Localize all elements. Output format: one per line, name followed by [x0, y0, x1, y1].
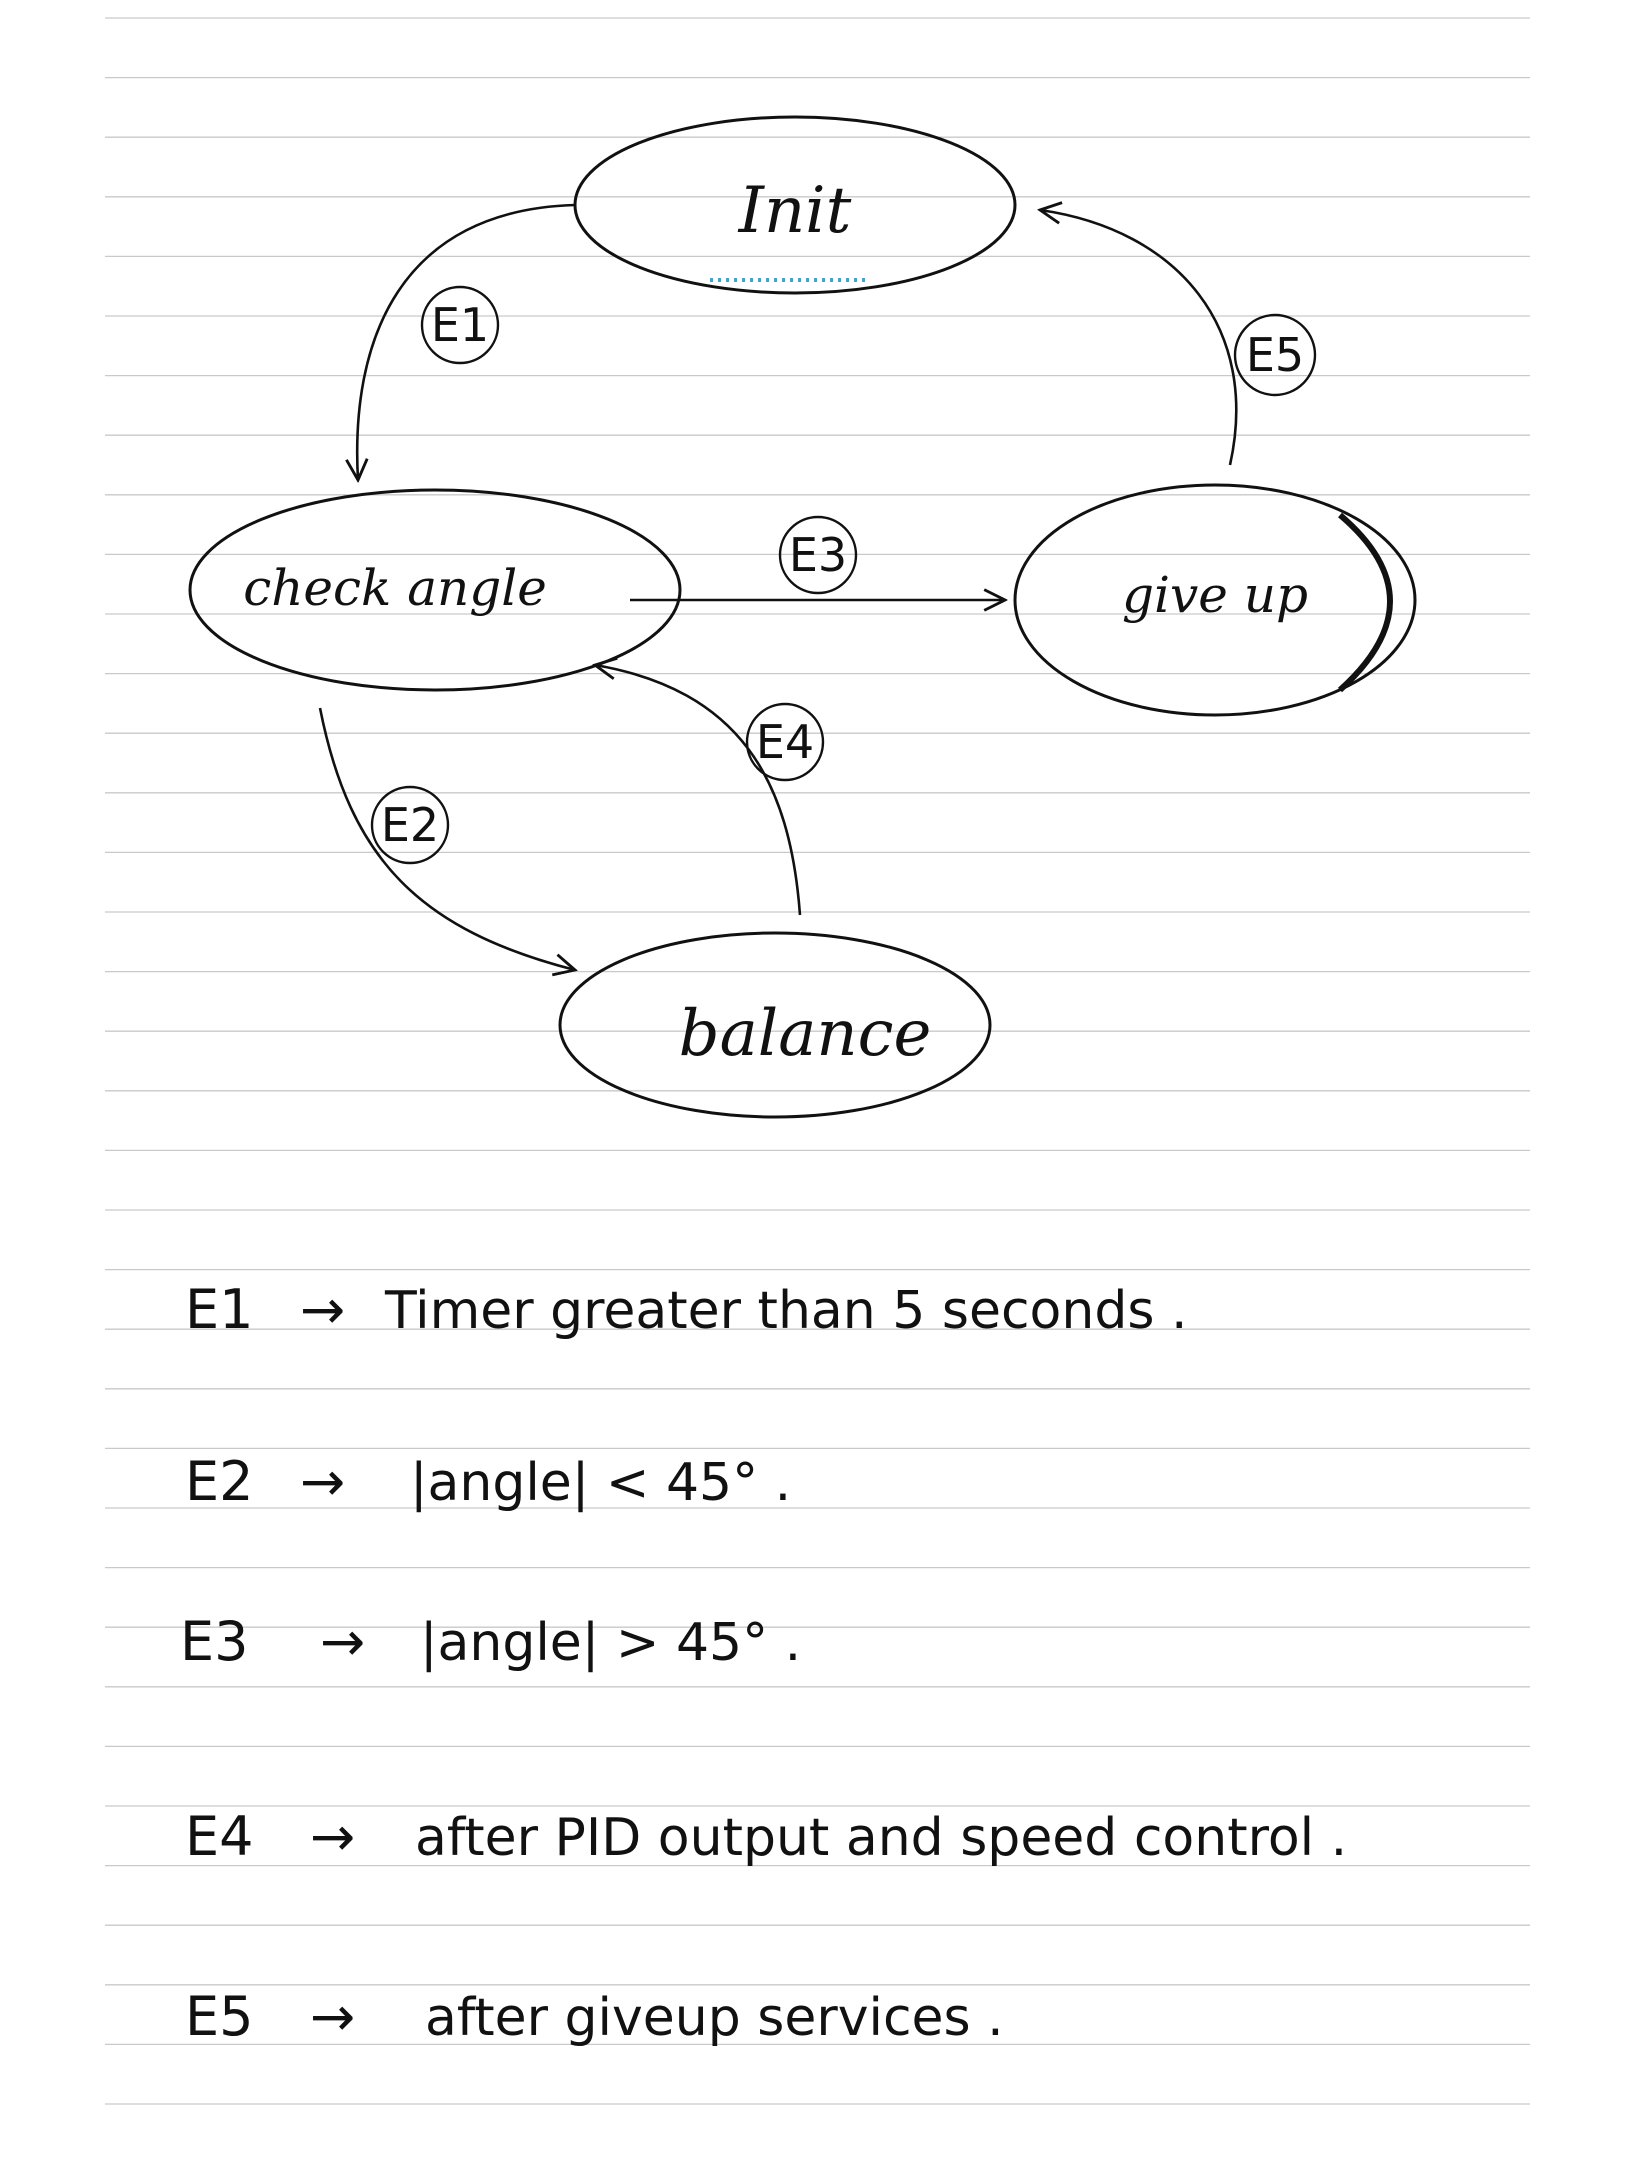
legend-key: E5 [185, 1985, 253, 2048]
transition-e1-arrow [357, 203, 576, 480]
legend-item-e2: E2 → |angle| < 45° . [185, 1450, 791, 1513]
state-give-up-label: give up [1122, 566, 1308, 624]
state-init: Init [573, 115, 1017, 295]
arrow-icon: → [300, 1278, 345, 1341]
legend-description: |angle| < 45° . [410, 1453, 791, 1513]
arrow-icon: → [310, 1805, 355, 1868]
legend-item-e1: E1 → Timer greater than 5 seconds . [185, 1278, 1187, 1341]
legend-item-e5: E5 → after giveup services . [185, 1985, 1004, 2048]
transition-e5: E5 [1040, 210, 1317, 466]
legend: E1 → Timer greater than 5 seconds . E2 →… [180, 1278, 1347, 2048]
arrow-icon: → [320, 1610, 365, 1673]
ruled-lines [105, 17, 1530, 2105]
legend-description: |angle| > 45° . [420, 1613, 801, 1673]
transition-e5-arrow [1040, 210, 1238, 466]
state-balance-label: balance [679, 997, 932, 1071]
legend-key: E1 [185, 1278, 253, 1341]
legend-description: after PID output and speed control . [415, 1808, 1347, 1868]
legend-item-e4: E4 → after PID output and speed control … [185, 1805, 1347, 1868]
arrow-icon: → [310, 1985, 355, 2048]
state-check-angle: check angle [188, 488, 682, 692]
transition-e2-arrow [318, 707, 575, 970]
transition-e4-label: E4 [756, 715, 814, 769]
transition-e5-label: E5 [1246, 328, 1304, 382]
transition-e3-label: E3 [789, 528, 847, 582]
state-balance: balance [558, 931, 992, 1119]
transition-e2-label: E2 [381, 798, 439, 852]
state-init-label: Init [738, 174, 852, 248]
legend-key: E3 [180, 1610, 248, 1673]
legend-item-e3: E3 → |angle| > 45° . [180, 1610, 801, 1673]
transition-e4-arrow [595, 665, 802, 916]
legend-key: E4 [185, 1805, 253, 1868]
transition-e4: E4 [595, 665, 825, 916]
transition-e1-label: E1 [431, 298, 489, 352]
transition-e1: E1 [357, 203, 576, 480]
legend-description: after giveup services . [425, 1988, 1004, 2048]
legend-description: Timer greater than 5 seconds . [384, 1281, 1187, 1341]
arrow-icon: → [300, 1450, 345, 1513]
state-give-up: give up [1013, 483, 1417, 717]
state-check-angle-label: check angle [243, 559, 547, 617]
transition-e2: E2 [318, 707, 575, 970]
transition-e3: E3 [630, 515, 1005, 600]
legend-key: E2 [185, 1450, 253, 1513]
